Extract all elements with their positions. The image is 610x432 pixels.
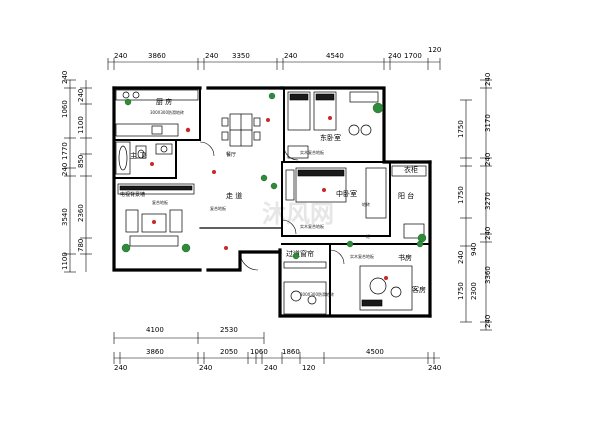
label-dining: 餐厅 <box>226 151 236 158</box>
watermark: 沐风网 <box>262 200 334 228</box>
label-kitchen: 厨 房 <box>156 97 172 106</box>
label-hall: 走 道 <box>226 191 242 200</box>
east-bedroom-furniture <box>287 91 384 159</box>
dim-left-inner-4: 2360 <box>77 204 85 222</box>
dim-left-inner-3: 850 <box>77 155 85 168</box>
note-middle: 实木复合地板 <box>300 223 324 229</box>
dim-right-inner-1: 1750 <box>457 120 465 138</box>
balcony-furniture <box>391 165 427 243</box>
dim-top-2: 3860 <box>148 52 166 60</box>
decor-plants <box>124 92 424 250</box>
dim-bottom2-1: 240 <box>114 364 127 372</box>
dim-top-3: 240 <box>205 52 218 60</box>
dim-right-outer-5: 240 <box>484 227 492 240</box>
interior-walls <box>113 87 431 317</box>
dim-right-outer-8: 240 <box>484 315 492 328</box>
note-cabinet: 柜 <box>366 233 370 239</box>
dim-top-6: 4540 <box>326 52 344 60</box>
dim-right-outer-2: 3170 <box>484 114 492 132</box>
note-study: 300X300防滑地砖 <box>300 291 334 297</box>
dim-bottom2-10: 240 <box>428 364 441 372</box>
dim-left-outer-2: 1060 <box>61 100 69 118</box>
note-east: 实木复合地板 <box>300 149 324 155</box>
left-dimension-outer: 240 1060 1770 240 3540 1100 <box>61 71 76 273</box>
note-hall: 复合地板 <box>210 205 226 211</box>
label-cabinet: 衣柜 <box>404 165 418 174</box>
dim-bottom2-9: 4500 <box>366 348 384 356</box>
top-dimension-line: 240 3860 240 3350 240 4540 240 1700 120 <box>107 46 441 70</box>
label-tv-wall: 电视背景墙 <box>120 191 145 198</box>
label-middle-bedroom: 中卧室 <box>336 189 357 198</box>
guest-room-furniture <box>359 265 413 311</box>
dim-right-inner-2: 1750 <box>457 186 465 204</box>
dim-left-inner-1: 240 <box>77 89 85 102</box>
dim-left-outer-1: 240 <box>61 71 69 84</box>
dim-bottom2-2: 3860 <box>146 348 164 356</box>
dim-left-inner-2: 1100 <box>77 116 85 134</box>
dim-top-7: 240 <box>388 52 401 60</box>
dim-right-outer-1: 240 <box>484 73 492 86</box>
dim-left-outer-3: 1770 <box>61 142 69 160</box>
label-guest-room: 客房 <box>412 285 426 294</box>
dim-bottom2-5: 1060 <box>250 348 268 356</box>
note-kitchen: 300X300防滑地砖 <box>150 109 184 115</box>
dim-right-outer-3: 240 <box>484 153 492 166</box>
dim-bottom1-2: 2530 <box>220 326 238 334</box>
note-living: 复合地板 <box>152 199 168 205</box>
dim-left-outer-6: 1100 <box>61 252 69 270</box>
bathroom-fixtures <box>115 141 173 175</box>
dim-top-9: 120 <box>428 46 441 54</box>
middle-bedroom-furniture <box>285 167 387 219</box>
dining-table <box>221 113 261 147</box>
exterior-walls <box>112 86 432 318</box>
dim-bottom2-6: 240 <box>264 364 277 372</box>
label-east-bedroom: 东卧室 <box>320 133 341 142</box>
note-guest: 实木复合地板 <box>350 253 374 259</box>
label-balcony: 阳 台 <box>398 191 414 200</box>
bottom-dimension-line-1: 4100 2530 <box>113 326 265 344</box>
door-swings <box>199 141 345 271</box>
living-room-sofa <box>117 183 195 253</box>
label-study: 书房 <box>398 253 412 262</box>
label-corridor: 过道窗帘 <box>286 249 314 258</box>
dim-bottom2-4: 2050 <box>220 348 238 356</box>
dim-bottom2-8: 120 <box>302 364 315 372</box>
dim-right-inner-3: 240 <box>457 251 465 264</box>
dim-bottom2-7: 1860 <box>282 348 300 356</box>
dim-right-outer-6: 3360 <box>484 266 492 284</box>
right-dimension-inner: 1750 1750 240 1750 <box>457 99 472 323</box>
dim-top-5: 240 <box>284 52 297 60</box>
dim-left-outer-5: 3540 <box>61 208 69 226</box>
dim-top-1: 240 <box>114 52 127 60</box>
dim-top-4: 3350 <box>232 52 250 60</box>
dim-bottom2-3: 240 <box>199 364 212 372</box>
dim-right-outer-4: 3270 <box>484 192 492 210</box>
bottom-dimension-line-2: 240 3860 240 2050 1060 240 1860 120 4500… <box>113 348 441 372</box>
kitchen-counter <box>115 89 199 137</box>
dim-right-outer-9: 940 <box>470 243 478 256</box>
dim-left-outer-4: 240 <box>61 163 69 176</box>
right-dimension-outer: 240 3170 240 3270 240 3360 2300 240 940 <box>470 73 492 331</box>
study-furniture <box>283 252 327 315</box>
dim-right-inner-4: 1750 <box>457 282 465 300</box>
dim-left-inner-5: 780 <box>77 239 85 252</box>
dim-bottom1-1: 4100 <box>146 326 164 334</box>
dim-right-outer-7: 2300 <box>470 282 478 300</box>
dim-top-8: 1700 <box>404 52 422 60</box>
left-dimension-inner: 240 1100 850 2360 780 <box>77 80 92 272</box>
